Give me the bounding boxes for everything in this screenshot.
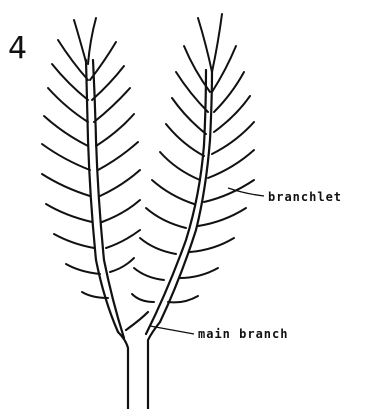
main-branch-leader [150,326,194,334]
figure-number: 4 [8,34,27,64]
left-branchlets [42,18,140,298]
leader-lines [150,188,264,334]
stem [118,322,160,409]
connector [126,312,148,330]
branchlet-label: branchlet [268,190,342,204]
main-branch-label: main branch [198,327,288,341]
right-branchlets [132,14,254,302]
right-axis-outline [146,70,206,334]
